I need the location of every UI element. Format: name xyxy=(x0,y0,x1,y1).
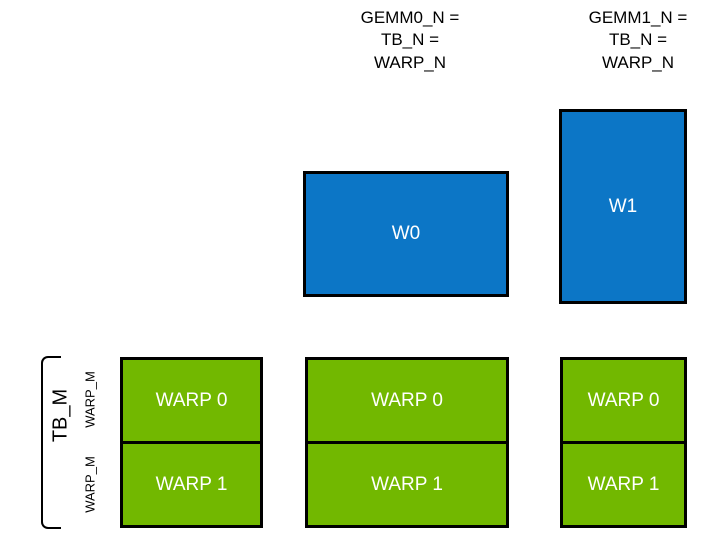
caption-gemm0: GEMM0_N = TB_N = WARP_N xyxy=(360,8,460,72)
thread-block-stack-left: WARP 0 WARP 1 xyxy=(120,357,263,528)
warp-m-label-top: WARP_M xyxy=(82,371,98,428)
thread-block-cell-warp1: WARP 1 xyxy=(308,441,506,525)
thread-block-cell-warp0: WARP 0 xyxy=(308,360,506,441)
thread-block-cell-warp0: WARP 0 xyxy=(563,360,684,441)
warp-output-tile-w0: W0 xyxy=(303,171,509,297)
thread-block-cell-warp1: WARP 1 xyxy=(563,441,684,525)
thread-block-stack-middle: WARP 0 WARP 1 xyxy=(305,357,509,528)
tb-m-label: TB_M xyxy=(49,388,72,443)
caption-gemm1: GEMM1_N = TB_N = WARP_N xyxy=(588,8,688,72)
warp-m-label-bottom: WARP_M xyxy=(82,456,98,513)
thread-block-cell-warp0: WARP 0 xyxy=(123,360,260,441)
warp-output-tile-w0-label: W0 xyxy=(391,223,421,244)
thread-block-cell-warp1: WARP 1 xyxy=(123,441,260,525)
thread-block-stack-right: WARP 0 WARP 1 xyxy=(560,357,687,528)
tb-m-bracket: TB_M xyxy=(41,356,72,529)
warp-output-tile-w1-label: W1 xyxy=(608,195,638,217)
warp-output-tile-w1: W1 xyxy=(559,109,687,304)
